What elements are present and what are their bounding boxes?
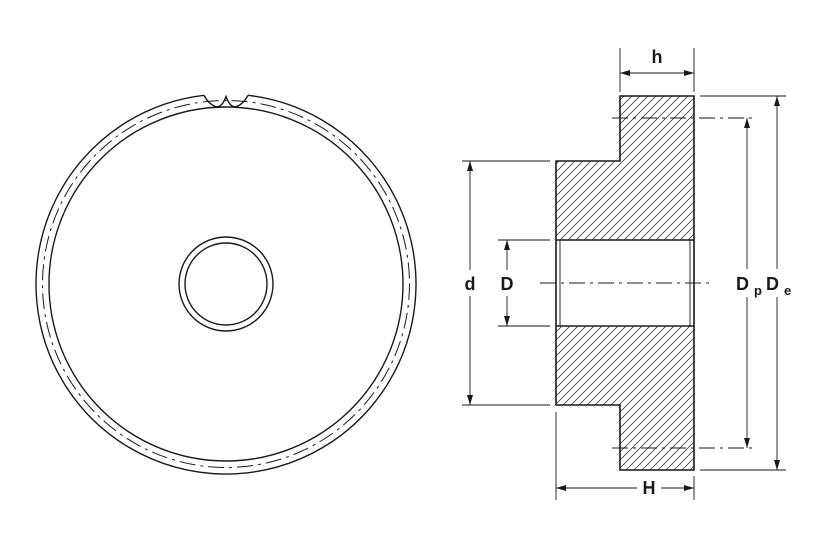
section-hatch-upper: [556, 96, 694, 240]
dimension-De: D e: [700, 95, 792, 471]
gear-section-view: [540, 95, 757, 471]
pitch-circle: [42, 100, 410, 468]
section-outline: [555, 95, 695, 471]
De-label-base: D: [766, 274, 779, 294]
dimensions: h H d: [459, 47, 792, 500]
section-hatch-lower: [556, 326, 694, 470]
Dp-arrow-bottom: [744, 438, 750, 448]
De-label: D e: [766, 274, 791, 298]
d-label: d: [465, 274, 476, 294]
d-arrow-bottom: [467, 395, 473, 405]
dimension-D: D: [495, 239, 550, 327]
H-label-background: [637, 477, 661, 497]
h-label: h: [652, 47, 663, 67]
h-arrow-left: [620, 70, 630, 76]
root-circle: [48, 106, 404, 462]
gear-front-view: [35, 94, 417, 475]
D-label-background: [495, 270, 519, 296]
h-arrow-right: [684, 70, 694, 76]
outside-diameter-circle: [35, 94, 417, 475]
H-arrow-left: [556, 485, 566, 491]
dimension-h: h: [619, 47, 695, 92]
tooth-notch: [203, 94, 249, 108]
D-arrow-top: [504, 240, 510, 250]
Dp-label: D p: [736, 274, 762, 298]
dimension-H: H: [555, 412, 695, 500]
Dp-arrow-top: [744, 118, 750, 128]
dimension-Dp: D p: [733, 118, 762, 448]
bore-inner-circle: [184, 242, 268, 326]
H-label: H: [643, 478, 656, 498]
d-label-background: [459, 270, 481, 296]
De-arrow-top: [774, 96, 780, 106]
De-label-background: [764, 269, 792, 297]
D-label: D: [501, 274, 514, 294]
Dp-label-base: D: [736, 274, 749, 294]
Dp-label-background: [733, 269, 761, 297]
d-arrow-top: [467, 161, 473, 171]
H-arrow-right: [684, 485, 694, 491]
De-arrow-bottom: [774, 460, 780, 470]
bore-outer-circle: [178, 236, 274, 332]
Dp-label-subscript: p: [754, 283, 762, 298]
De-label-subscript: e: [784, 283, 791, 298]
D-arrow-bottom: [504, 316, 510, 326]
dimension-d: d: [459, 160, 550, 406]
